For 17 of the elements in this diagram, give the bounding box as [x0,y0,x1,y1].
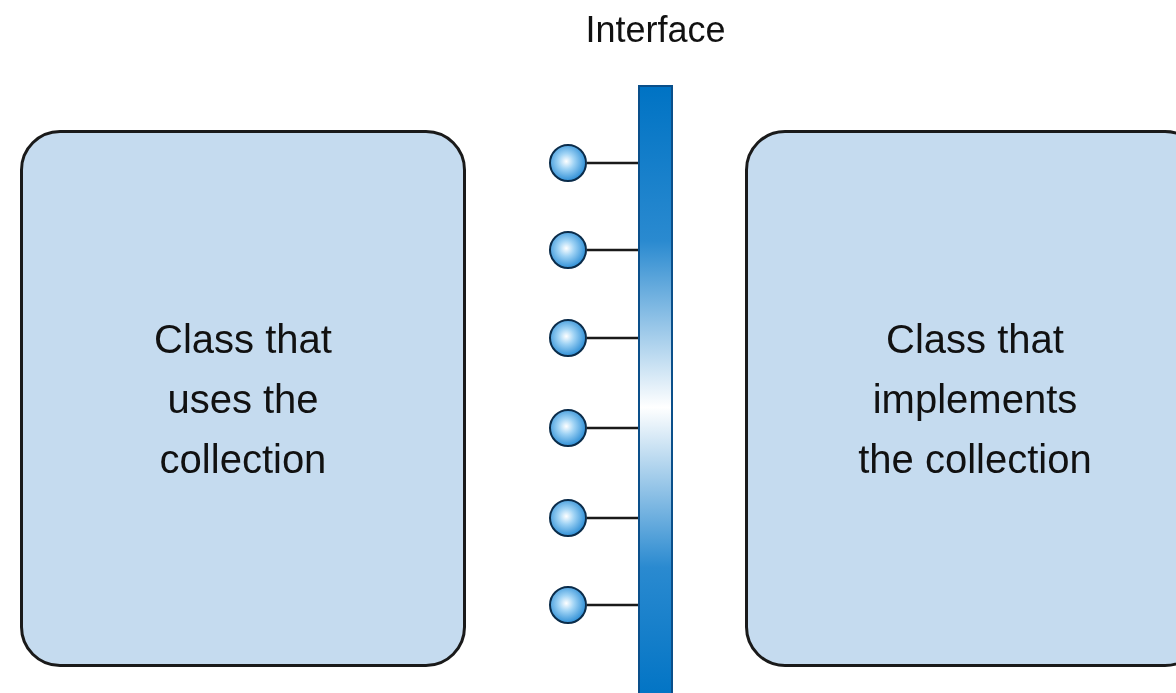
class-box [20,130,466,667]
port-circle [549,586,587,624]
port-circle [549,409,587,447]
port-circle [549,144,587,182]
connector-line [587,248,638,252]
port-circle [549,319,587,357]
class-label: Class that implements the collection [857,315,1093,483]
interface-label: Interface [585,9,726,51]
connector-line [587,161,638,165]
connector-line [587,426,638,430]
port-circle [549,499,587,537]
connector-line [587,336,638,340]
class-box [745,130,1176,667]
connector-line [587,603,638,607]
class-label: Class that uses the collection [153,315,333,483]
port-circle [549,231,587,269]
connector-line [587,516,638,520]
